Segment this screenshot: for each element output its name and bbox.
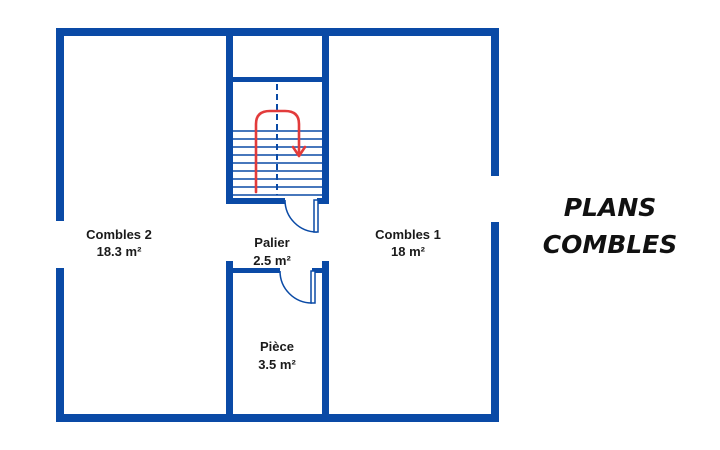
stair-right-wall — [322, 36, 329, 204]
room-name-combles-2: Combles 2 — [86, 227, 152, 242]
room-top-wall-left — [233, 268, 280, 273]
left-wall-lower — [56, 268, 64, 422]
room-area-combles-1: 18 m² — [391, 244, 426, 259]
stair-bottom-wall-right — [317, 198, 322, 204]
outer-walls — [56, 28, 499, 422]
room-area-piece: 3.5 m² — [258, 357, 296, 372]
stair-direction-arrow-icon — [254, 109, 307, 194]
room-name-piece: Pièce — [260, 339, 294, 354]
stair-bottom-wall-left — [233, 198, 285, 204]
stair-door-icon — [284, 199, 319, 233]
room-area-combles-2: 18.3 m² — [97, 244, 142, 259]
plan-title-line-2: COMBLES — [542, 230, 678, 259]
top-wall — [56, 28, 499, 36]
interior-walls — [226, 36, 329, 414]
stair-top-wall — [233, 77, 322, 82]
room-name-combles-1: Combles 1 — [375, 227, 441, 242]
piece-door-icon — [279, 270, 316, 304]
room-right-wall — [322, 261, 329, 414]
room-left-wall — [226, 261, 233, 414]
bottom-wall — [56, 414, 499, 422]
left-wall-upper — [56, 28, 64, 221]
room-name-palier: Palier — [254, 235, 289, 250]
plan-title-line-1: PLANS — [563, 193, 657, 222]
room-top-wall-right — [312, 268, 322, 273]
staircase — [233, 84, 322, 196]
stair-left-wall — [226, 36, 233, 204]
doors — [279, 199, 319, 304]
right-wall-lower — [491, 222, 499, 422]
right-wall-upper — [491, 28, 499, 176]
room-area-palier: 2.5 m² — [253, 253, 291, 268]
